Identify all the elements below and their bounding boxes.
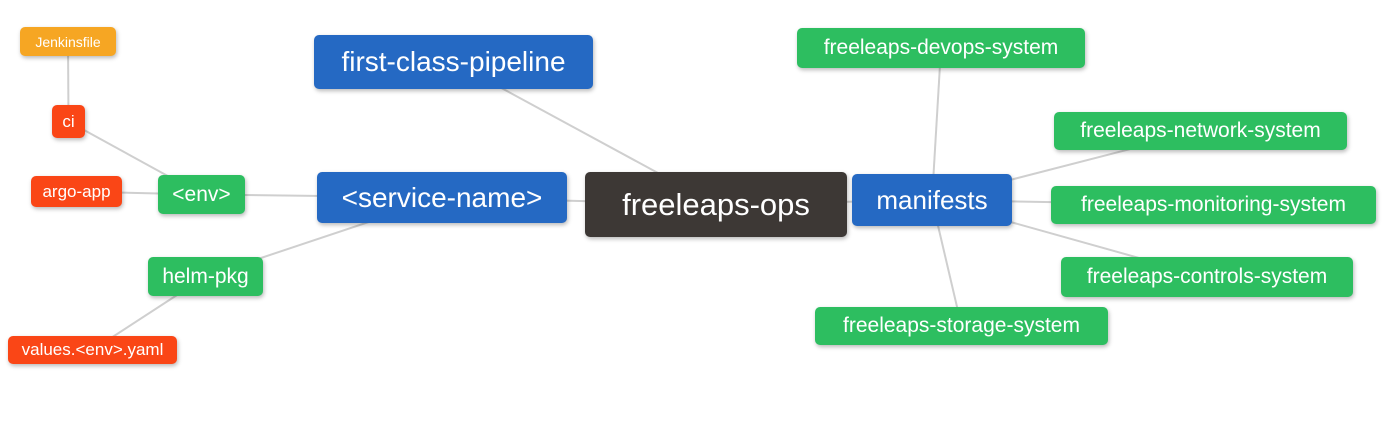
node-freeleaps-devops-system[interactable]: freeleaps-devops-system — [797, 28, 1085, 68]
node-first-class-pipeline[interactable]: first-class-pipeline — [314, 35, 593, 89]
node-freeleaps-storage-system[interactable]: freeleaps-storage-system — [815, 307, 1108, 345]
node-env[interactable]: <env> — [158, 175, 245, 214]
node-freeleaps-monitoring-system[interactable]: freeleaps-monitoring-system — [1051, 186, 1376, 224]
node-helm-pkg[interactable]: helm-pkg — [148, 257, 263, 296]
node-freeleaps-controls-system[interactable]: freeleaps-controls-system — [1061, 257, 1353, 297]
node-jenkinsfile[interactable]: Jenkinsfile — [20, 27, 116, 56]
node-argo-app[interactable]: argo-app — [31, 176, 122, 207]
node-values-env-yaml[interactable]: values.<env>.yaml — [8, 336, 177, 364]
node-ci[interactable]: ci — [52, 105, 85, 138]
node-freeleaps-network-system[interactable]: freeleaps-network-system — [1054, 112, 1347, 150]
node-manifests[interactable]: manifests — [852, 174, 1012, 226]
node-freeleaps-ops[interactable]: freeleaps-ops — [585, 172, 847, 237]
node-service-name[interactable]: <service-name> — [317, 172, 567, 223]
